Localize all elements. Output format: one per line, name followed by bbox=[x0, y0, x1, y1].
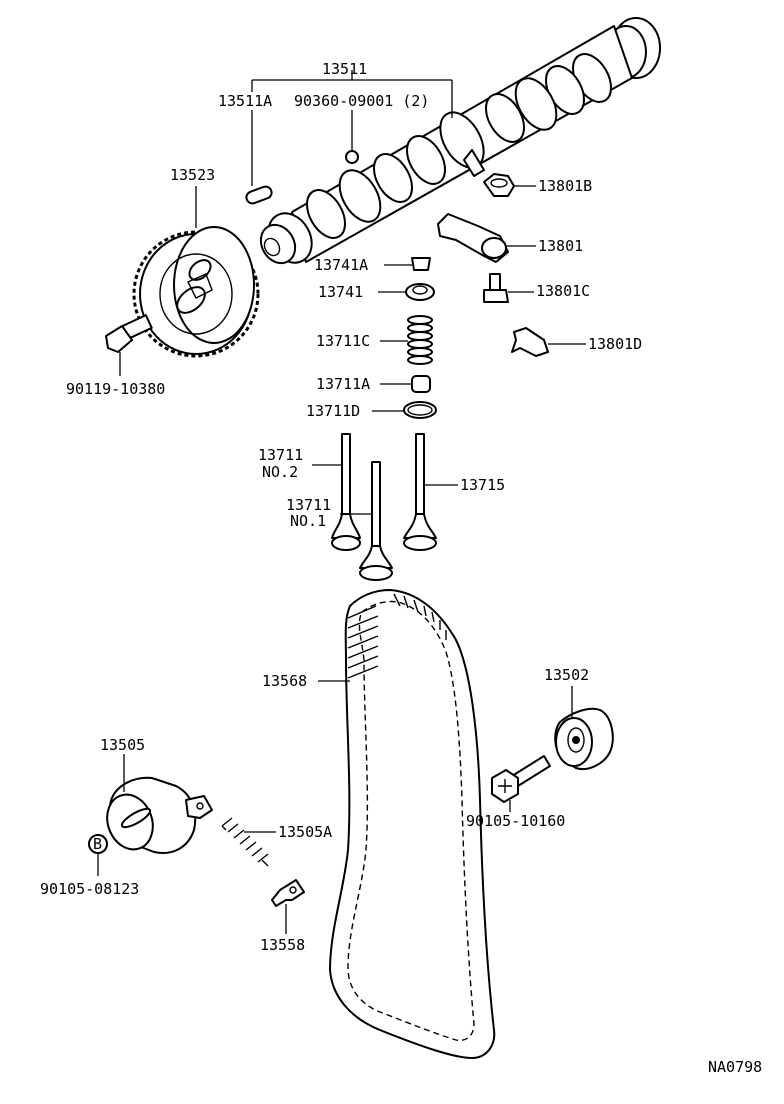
timing-belt-13568 bbox=[329, 589, 496, 1059]
bolt-90119-10380 bbox=[105, 314, 153, 353]
valve-13715 bbox=[403, 433, 437, 551]
ball-90360-09001 bbox=[345, 150, 359, 164]
label-13741: 13741 bbox=[318, 283, 363, 301]
b-marker: B bbox=[88, 834, 108, 854]
label-13711-no1: 13711 bbox=[286, 496, 331, 514]
bolt-90105-10160 bbox=[491, 755, 551, 803]
label-13711C: 13711C bbox=[316, 332, 370, 350]
label-13505: 13505 bbox=[100, 736, 145, 754]
spring-retainer-13741 bbox=[405, 283, 435, 301]
diagram-id: NA0798 bbox=[708, 1058, 762, 1076]
label-no1: NO.1 bbox=[290, 512, 326, 530]
valve-spring-13711C bbox=[407, 315, 433, 365]
label-13801C: 13801C bbox=[536, 282, 590, 300]
valve-13711-no2 bbox=[331, 433, 361, 551]
idler-pulley-13502 bbox=[554, 707, 614, 770]
label-13711-no2: 13711 bbox=[258, 446, 303, 464]
label-no2: NO.2 bbox=[262, 463, 298, 481]
label-90119-10380: 90119-10380 bbox=[66, 380, 165, 398]
label-90105-10160: 90105-10160 bbox=[466, 812, 565, 830]
label-13711D: 13711D bbox=[306, 402, 360, 420]
label-13801D: 13801D bbox=[588, 335, 642, 353]
spring-seat-13711D bbox=[403, 401, 437, 419]
label-90360-09001: 90360-09001 (2) bbox=[294, 92, 429, 110]
pin-13558 bbox=[271, 879, 305, 907]
label-13511A: 13511A bbox=[218, 92, 272, 110]
label-90105-08123: 90105-08123 bbox=[40, 880, 139, 898]
camshaft bbox=[259, 17, 661, 265]
nut-13801B bbox=[483, 173, 515, 197]
label-13558: 13558 bbox=[260, 936, 305, 954]
label-13801B: 13801B bbox=[538, 177, 592, 195]
valve-seal-13711A bbox=[411, 375, 431, 393]
clip-13801D bbox=[511, 327, 549, 357]
camshaft-sprocket bbox=[132, 226, 260, 358]
adjust-screw-13801C bbox=[483, 273, 509, 303]
label-13523: 13523 bbox=[170, 166, 215, 184]
label-13741A: 13741A bbox=[314, 256, 368, 274]
valve-keeper-13741A bbox=[411, 257, 431, 271]
label-13801: 13801 bbox=[538, 237, 583, 255]
label-13505A: 13505A bbox=[278, 823, 332, 841]
label-13715: 13715 bbox=[460, 476, 505, 494]
rocker-arm-13801 bbox=[437, 213, 509, 263]
tensioner-13505 bbox=[106, 776, 213, 854]
label-13711A: 13711A bbox=[316, 375, 370, 393]
pin-13511A bbox=[245, 185, 273, 205]
tensioner-spring-13505A bbox=[221, 817, 269, 867]
valve-13711-no1 bbox=[359, 461, 393, 581]
b-marker-text: B bbox=[93, 835, 102, 853]
label-13568: 13568 bbox=[262, 672, 307, 690]
label-13502: 13502 bbox=[544, 666, 589, 684]
label-13511: 13511 bbox=[322, 60, 367, 78]
